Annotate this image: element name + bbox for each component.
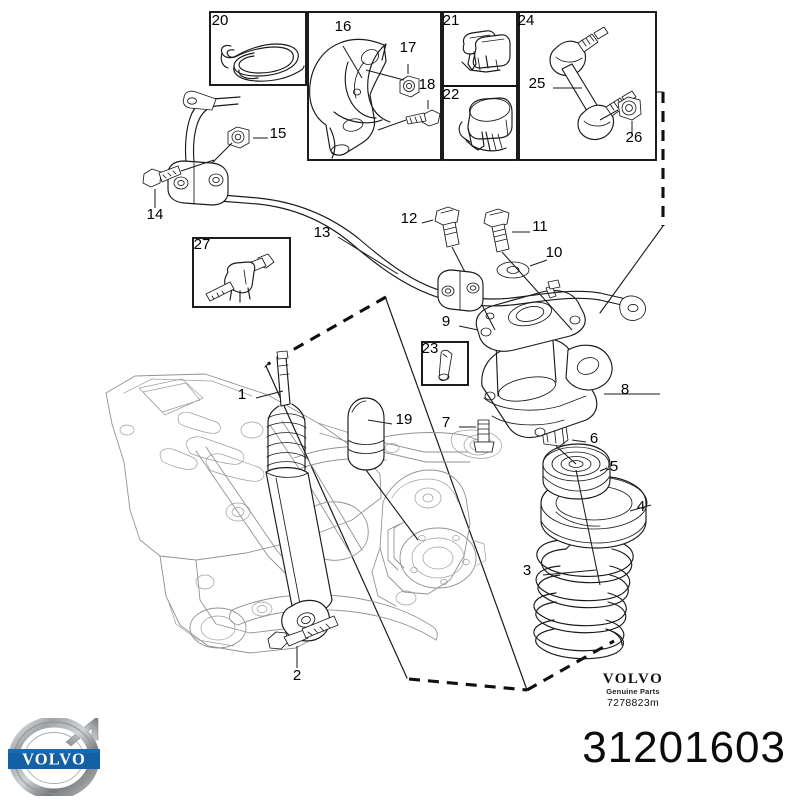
part-washer	[496, 259, 548, 279]
part-stabilizer-clamp-left	[167, 160, 229, 206]
part-number: 31201603	[582, 723, 786, 772]
part-stabilizer-bar	[182, 90, 646, 321]
part-26-link-nut	[599, 96, 642, 136]
part-18-bolt	[377, 100, 441, 131]
part-23-pin	[438, 349, 453, 381]
volvo-iron-mark-icon: VOLVO	[8, 715, 100, 800]
callout-box-24: 24	[518, 12, 535, 29]
assembly-boundary-dashed	[264, 295, 615, 692]
part-bolt-11	[483, 208, 573, 331]
callout-stabilizer-bar: 13	[314, 224, 331, 241]
callout-box-27: 27	[194, 236, 211, 253]
part-clamp-nut-15	[211, 126, 268, 164]
part-stabilizer-clamp-right	[437, 269, 484, 312]
callout-washer: 10	[546, 244, 563, 261]
assembly-boundary-right-dashed	[599, 91, 665, 314]
part-25-stabilizer-link	[549, 26, 637, 141]
callout-clamp-bolt: 14	[147, 206, 164, 223]
part-mount-bolt-7	[459, 419, 495, 453]
inset-box-frames	[192, 11, 657, 386]
part-16-splash-shield	[309, 38, 391, 159]
callout-control-arm-bolt: 2	[293, 667, 301, 684]
callout-stabilizer-link: 25	[529, 75, 546, 92]
logo-wordmark: VOLVO	[22, 749, 86, 768]
volvo-logo: VOLVO	[8, 715, 104, 800]
logo-bar	[8, 749, 100, 769]
part-control-arm-bolt	[267, 615, 339, 668]
callout-box-22: 22	[443, 86, 460, 103]
part-22-clip	[458, 97, 513, 152]
callout-bump-stop: 19	[396, 411, 413, 428]
callout-box-21: 21	[443, 12, 460, 29]
callout-link-nut: 26	[626, 129, 643, 146]
callout-strut-bearing: 5	[610, 458, 618, 475]
callout-bolt-12: 12	[401, 210, 418, 227]
callout-box-23: 23	[422, 340, 439, 357]
callout-clamp-nut: 15	[270, 125, 287, 142]
callout-strut-nut: 6	[590, 430, 598, 447]
callout-shield-bolt: 18	[419, 76, 436, 93]
footer-bar: VOLVO 31201603	[0, 712, 800, 800]
part-clamp-bolt-14	[142, 159, 215, 208]
callout-splash-shield: 16	[335, 18, 352, 35]
callout-coil-spring: 3	[523, 562, 531, 579]
part-20-hose-coil	[220, 43, 305, 82]
callout-box-20: 20	[212, 12, 229, 29]
part-coil-spring	[533, 522, 634, 660]
callout-mount-bolt: 7	[442, 414, 450, 431]
part-bump-stop	[347, 397, 419, 541]
part-strut-mount-housing	[481, 322, 660, 439]
callout-bolt-11: 11	[532, 218, 548, 235]
part-17-nut	[365, 64, 420, 98]
callout-spring-strut-mount: 8	[621, 381, 629, 398]
part-27-bolt-clip	[205, 253, 275, 303]
callout-shield-nut: 17	[400, 39, 417, 56]
callout-spring-seat-upper: 4	[637, 498, 645, 515]
callout-mount-bracket: 9	[442, 313, 450, 330]
callout-shock-absorber: 1	[238, 386, 246, 403]
part-21-clip	[461, 30, 511, 73]
